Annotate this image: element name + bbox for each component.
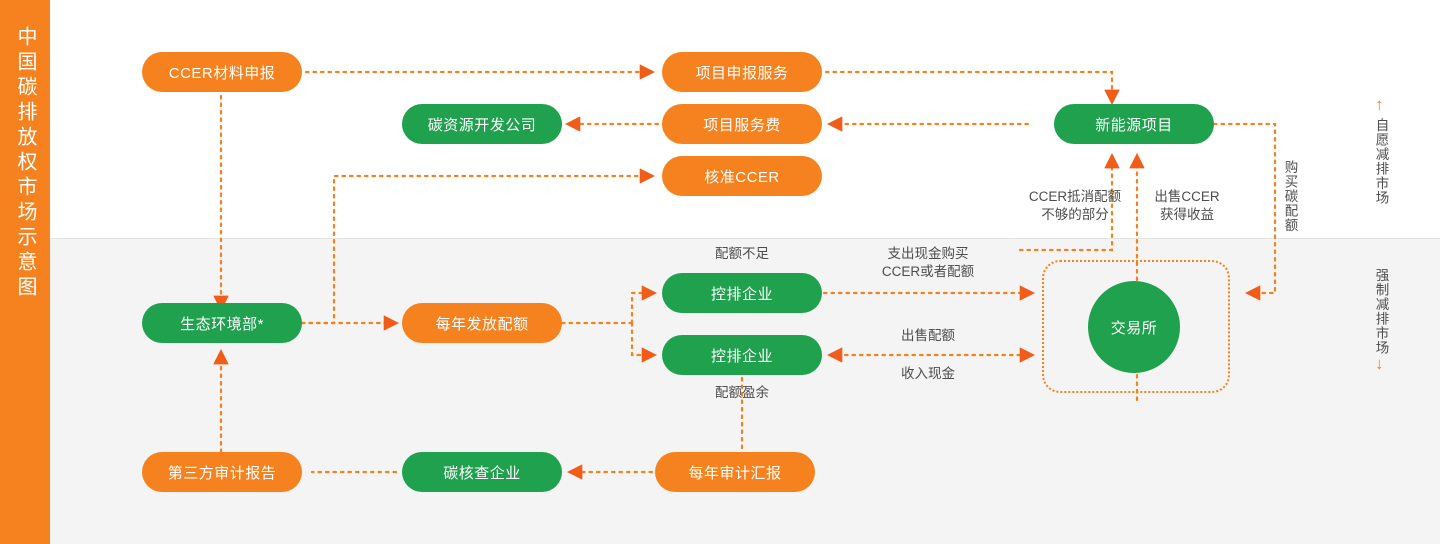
voluntary-market-arrow-icon: ↑ xyxy=(1375,95,1384,114)
wire-project-apply-to-new-energy xyxy=(824,70,1120,106)
node-label: 每年审计汇报 xyxy=(688,464,782,482)
node-label: 碳资源开发公司 xyxy=(427,116,537,134)
node-label: 生态环境部* xyxy=(180,315,264,333)
label-quota-shortage: 配额不足 xyxy=(715,246,769,261)
label-quota-surplus: 配额盈余 xyxy=(715,385,769,400)
node-new-energy-project[interactable]: 新能源项目 xyxy=(1054,104,1214,144)
node-label: 控排企业 xyxy=(710,347,773,365)
node-label: 新能源项目 xyxy=(1095,116,1173,134)
wire-mee-to-approve-ccer xyxy=(300,168,656,325)
label-income-cash: 收入现金 xyxy=(901,366,955,381)
node-approve-ccer[interactable]: 核准CCER xyxy=(662,156,822,196)
node-annual-quota[interactable]: 每年发放配额 xyxy=(402,303,562,343)
node-carbon-dev-company[interactable]: 碳资源开发公司 xyxy=(402,104,562,144)
node-label: 碳核查企业 xyxy=(443,464,521,482)
page-title: 中国碳排放权市场示意图 xyxy=(14,26,36,301)
title-sidebar: 中国碳排放权市场示意图 xyxy=(0,0,50,544)
node-mee[interactable]: 生态环境部* xyxy=(142,303,302,343)
label-sell-ccer: 出售CCER 获得收益 xyxy=(1154,189,1220,222)
wire-annual-quota-to-controlled-a xyxy=(630,285,658,325)
wire-new-energy-to-exchange-buy xyxy=(1212,122,1277,301)
node-third-party-report[interactable]: 第三方审计报告 xyxy=(142,452,302,492)
mandatory-market-arrow-icon: ↓ xyxy=(1375,354,1384,373)
node-label: 项目服务费 xyxy=(703,116,781,134)
node-label: 项目申报服务 xyxy=(695,64,789,82)
node-label: 交易所 xyxy=(1110,319,1158,337)
wire-annual-quota-to-controlled-b xyxy=(630,321,658,363)
node-label: 核准CCER xyxy=(704,168,780,186)
mandatory-market-label: 强制减排市场 xyxy=(1373,268,1389,355)
voluntary-market-label: 自愿减排市场 xyxy=(1373,118,1389,205)
node-controlled-enterprise-a[interactable]: 控排企业 xyxy=(662,273,822,313)
label-buy-quota: 购买碳配额 xyxy=(1282,160,1298,233)
exchange-boundary xyxy=(1042,260,1230,393)
node-annual-audit[interactable]: 每年审计汇报 xyxy=(655,452,815,492)
node-label: 第三方审计报告 xyxy=(167,464,277,482)
node-label: 控排企业 xyxy=(710,285,773,303)
wire-ccer-offset-to-new-energy xyxy=(1018,152,1120,252)
label-sell-quota: 出售配额 xyxy=(901,328,955,343)
node-label: 每年发放配额 xyxy=(435,315,529,333)
node-project-fee[interactable]: 项目服务费 xyxy=(662,104,822,144)
node-project-apply[interactable]: 项目申报服务 xyxy=(662,52,822,92)
label-spend-cash: 支出现金购买 CCER或者配额 xyxy=(881,246,975,279)
node-verify-company[interactable]: 碳核查企业 xyxy=(402,452,562,492)
node-controlled-enterprise-b[interactable]: 控排企业 xyxy=(662,335,822,375)
node-exchange[interactable]: 交易所 xyxy=(1088,281,1180,373)
node-ccer-material[interactable]: CCER材料申报 xyxy=(142,52,302,92)
label-ccer-offset: CCER抵消配额 不够的部分 xyxy=(1028,189,1122,222)
node-label: CCER材料申报 xyxy=(168,64,276,82)
